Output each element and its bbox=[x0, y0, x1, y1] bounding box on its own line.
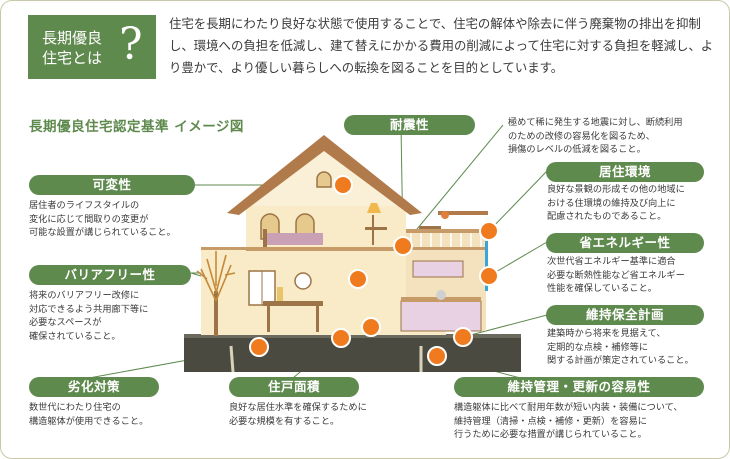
label-barrier-free: バリアフリー性 bbox=[29, 265, 191, 285]
desc-maintenance-plan: 建築時から将来を見据えて、 定期的な点検・補修等に 関する計画が策定されているこ… bbox=[547, 328, 694, 367]
desc-earthquake-resistance: 極めて稀に発生する地震に対し、断続利用 のための改修の容易化を図るため、 損傷の… bbox=[508, 117, 683, 156]
question-box: 長期優良 住宅とは ? bbox=[28, 15, 156, 79]
diagram-title: 長期優良住宅認定基準 イメージ図 bbox=[29, 119, 244, 135]
desc-deterioration-measures: 数世代にわたり住宅の 構造躯体が使用できること。 bbox=[29, 402, 149, 427]
label-deterioration-measures: 劣化対策 bbox=[29, 377, 159, 397]
desc-adaptability: 居住者のライフスタイルの 変化に応じて間取りの変更が 可能な設置が講じられている… bbox=[29, 200, 176, 239]
label-floor-area: 住戸面積 bbox=[229, 377, 359, 397]
desc-living-environment: 良好な景観の形成その他の地域に おける住環境の維持及び向上に 配慮されたものであ… bbox=[547, 184, 685, 223]
desc-ease-of-maintenance: 構造躯体に比べて耐用年数が短い内装・装備について、 維持管理（清掃・点検・補修・… bbox=[454, 402, 683, 441]
question-title: 長期優良 住宅とは bbox=[42, 29, 103, 67]
label-energy-saving: 省エネルギー性 bbox=[546, 233, 704, 253]
intro-text: 住宅を長期にわたり良好な状態で使用することで、住宅の解体や除去に伴う廃棄物の排出… bbox=[169, 16, 714, 75]
desc-barrier-free: 将来のバリアフリー改修に 対応できるよう共用廊下等に 必要なスペースが 確保され… bbox=[29, 290, 149, 342]
question-mark-icon: ? bbox=[119, 19, 143, 70]
label-maintenance-plan: 維持保全計画 bbox=[546, 305, 704, 325]
label-ease-of-maintenance: 維持管理・更新の容易性 bbox=[454, 377, 704, 397]
label-adaptability: 可変性 bbox=[29, 175, 195, 195]
desc-energy-saving: 次世代省エネルギー基準に適合 必要な断熱性能など省エネルギー 性能を確保している… bbox=[547, 256, 685, 295]
label-earthquake-resistance: 耐震性 bbox=[344, 115, 475, 135]
label-living-environment: 居住環境 bbox=[546, 162, 704, 182]
callout-dots bbox=[249, 175, 499, 366]
desc-floor-area: 良好な居住水準を確保するために 必要な規模を有すること。 bbox=[229, 402, 367, 427]
